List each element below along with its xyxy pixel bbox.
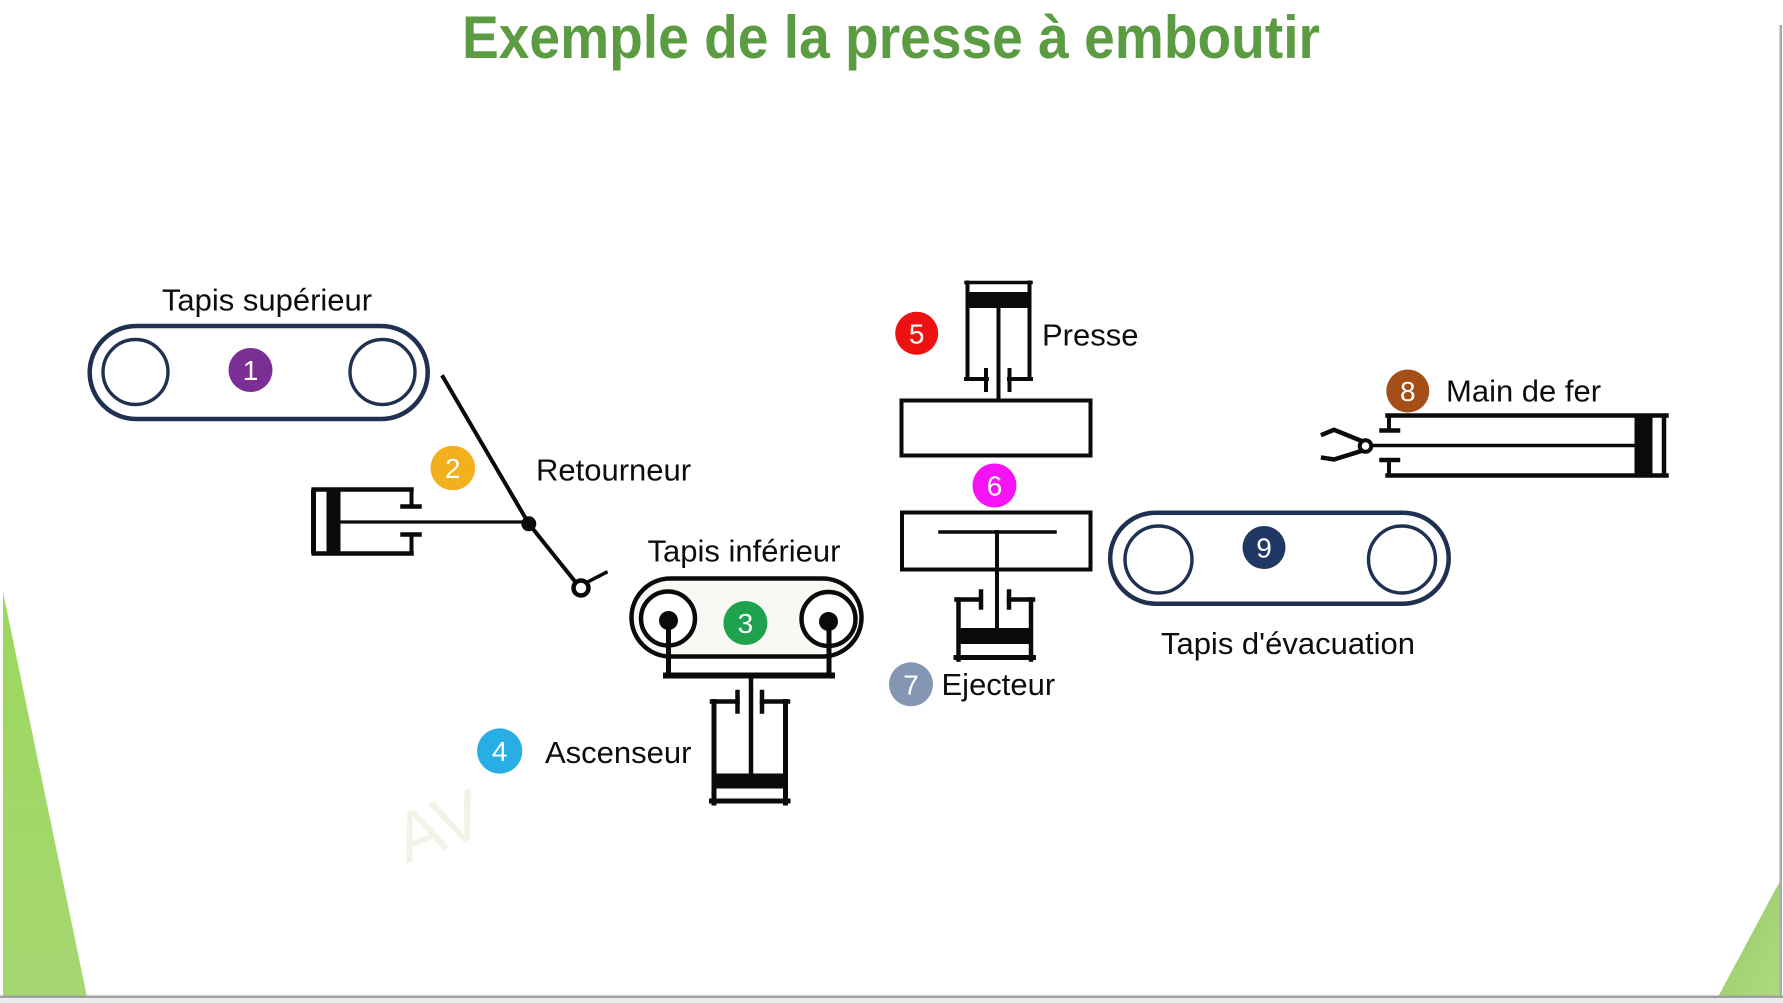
svg-text:1: 1 — [243, 355, 259, 386]
svg-text:6: 6 — [987, 471, 1003, 502]
svg-text:5: 5 — [909, 318, 925, 349]
svg-text:Ascenseur: Ascenseur — [545, 735, 691, 770]
svg-text:Presse: Presse — [1042, 318, 1138, 353]
svg-text:Retourneur: Retourneur — [536, 453, 691, 488]
svg-text:Tapis supérieur: Tapis supérieur — [162, 283, 372, 318]
svg-text:8: 8 — [1400, 376, 1416, 407]
svg-text:7: 7 — [903, 669, 919, 700]
svg-text:Ejecteur: Ejecteur — [942, 667, 1056, 702]
svg-text:4: 4 — [492, 736, 508, 767]
svg-text:Tapis inférieur: Tapis inférieur — [648, 534, 841, 569]
svg-text:2: 2 — [445, 453, 461, 484]
svg-text:Tapis d'évacuation: Tapis d'évacuation — [1161, 626, 1415, 661]
svg-text:9: 9 — [1256, 533, 1272, 564]
svg-text:Main de fer: Main de fer — [1446, 374, 1601, 409]
svg-text:3: 3 — [738, 608, 754, 639]
svg-text:Exemple de la presse à embouti: Exemple de la presse à emboutir — [462, 4, 1320, 71]
